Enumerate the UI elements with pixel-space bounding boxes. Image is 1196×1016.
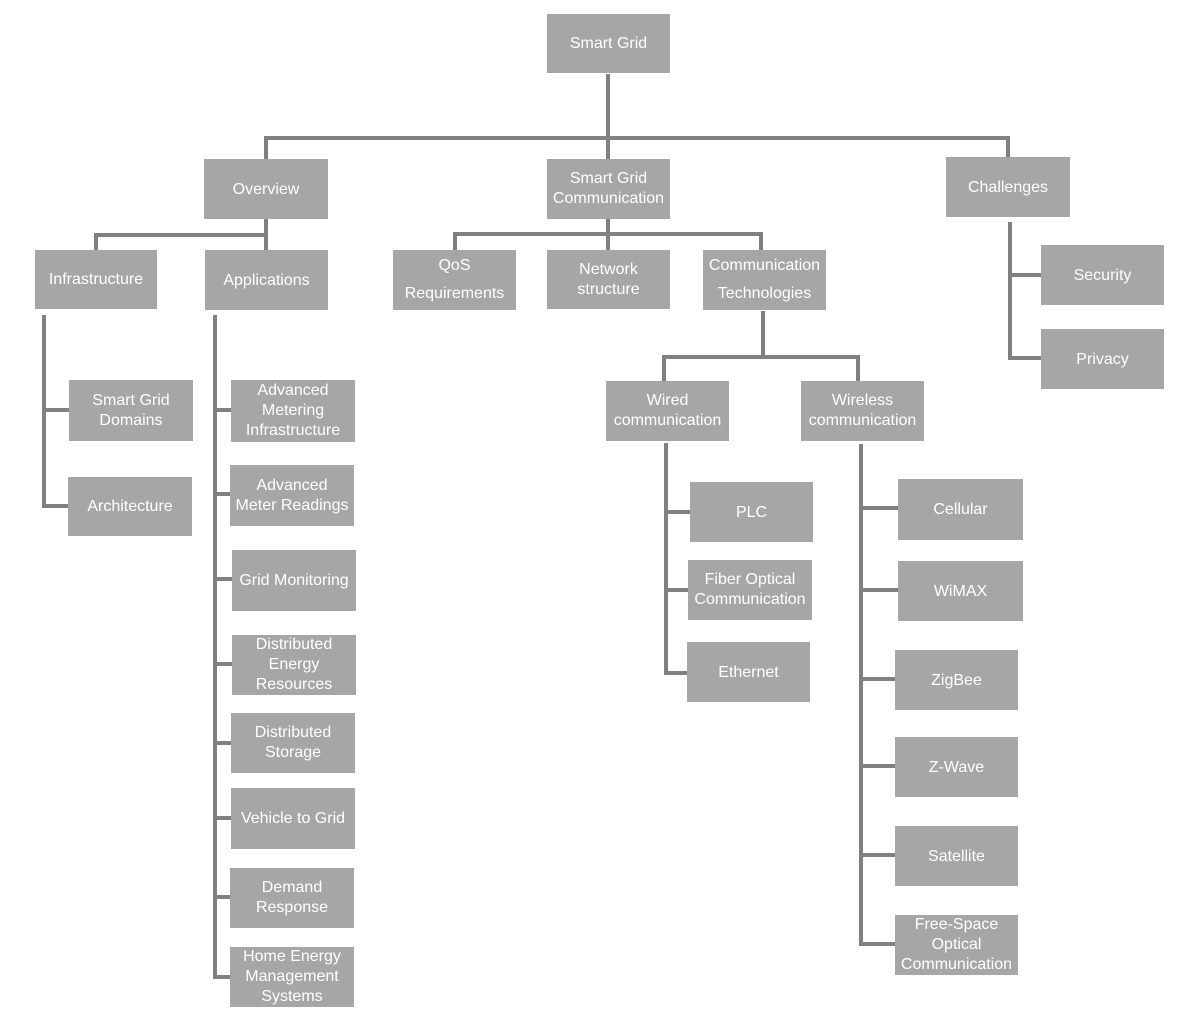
node-smart-grid-domains: Smart Grid Domains xyxy=(69,380,193,441)
node-fiber-optical-communication: Fiber Optical Communication xyxy=(688,560,812,620)
node-communication-technologies: Communication Technologies xyxy=(703,250,826,310)
node-architecture: Architecture xyxy=(68,477,192,536)
node-challenges: Challenges xyxy=(946,157,1070,217)
node-wired-communication: Wired communication xyxy=(606,381,729,441)
node-satellite: Satellite xyxy=(895,826,1018,886)
node-overview: Overview xyxy=(204,159,328,219)
node-advanced-metering-infrastructure: Advanced Metering Infrastructure xyxy=(231,380,355,442)
node-wimax: WiMAX xyxy=(898,561,1023,621)
node-free-space-optical-communication: Free-Space Optical Communication xyxy=(895,915,1018,975)
node-distributed-storage: Distributed Storage xyxy=(231,713,355,773)
node-distributed-energy-resources: Distributed Energy Resources xyxy=(232,635,356,695)
node-security: Security xyxy=(1041,245,1164,305)
node-wireless-communication: Wireless communication xyxy=(801,381,924,441)
node-grid-monitoring: Grid Monitoring xyxy=(232,550,356,611)
node-qos-requirements: QoS Requirements xyxy=(393,250,516,310)
node-home-energy-management-systems: Home Energy Management Systems xyxy=(230,947,354,1007)
node-vehicle-to-grid: Vehicle to Grid xyxy=(231,788,355,849)
node-zigbee: ZigBee xyxy=(895,650,1018,710)
node-smart-grid: Smart Grid xyxy=(547,14,670,73)
node-applications: Applications xyxy=(205,250,328,310)
node-advanced-meter-readings: Advanced Meter Readings xyxy=(230,465,354,526)
node-z-wave: Z-Wave xyxy=(895,737,1018,797)
node-smart-grid-communication: Smart Grid Communication xyxy=(547,159,670,219)
node-infrastructure: Infrastructure xyxy=(35,250,157,309)
node-demand-response: Demand Response xyxy=(230,868,354,928)
node-network-structure: Network structure xyxy=(547,250,670,309)
node-cellular: Cellular xyxy=(898,479,1023,540)
node-privacy: Privacy xyxy=(1041,329,1164,389)
node-ethernet: Ethernet xyxy=(687,642,810,702)
node-plc: PLC xyxy=(690,482,813,542)
